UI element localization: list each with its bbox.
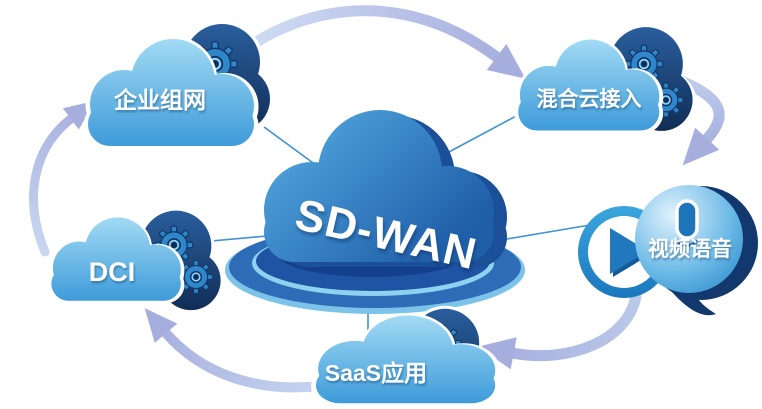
flow-arrow-left bbox=[29, 100, 95, 257]
label-dci: DCI bbox=[89, 257, 136, 287]
label-video-voice: 视频语音 bbox=[648, 237, 732, 261]
label-saas-apps: SaaS应用 bbox=[325, 360, 427, 386]
gear-icon bbox=[178, 259, 214, 295]
hub-cloud: SD-WAN bbox=[264, 110, 507, 279]
label-hybrid-cloud-access: 混合云接入 bbox=[537, 87, 642, 111]
flow-arrow-bottom-right bbox=[478, 290, 642, 370]
label-enterprise-networking: 企业组网 bbox=[113, 87, 206, 113]
speech-bubble-icon: 视频语音 bbox=[635, 185, 758, 316]
node-video-voice: 视频语音 bbox=[578, 185, 758, 316]
flow-arrow-top bbox=[244, 5, 526, 79]
connector-line-video bbox=[494, 224, 591, 242]
node-saas-apps: SaaS应用 bbox=[311, 305, 501, 409]
node-dci: DCI bbox=[47, 207, 225, 316]
speech-bubble-tail bbox=[672, 287, 716, 316]
node-enterprise-networking: 企业组网 bbox=[83, 20, 275, 149]
flow-arrow-bottom-left bbox=[144, 308, 325, 393]
node-hybrid-cloud-access: 混合云接入 bbox=[514, 23, 697, 137]
microphone-icon bbox=[675, 199, 699, 247]
